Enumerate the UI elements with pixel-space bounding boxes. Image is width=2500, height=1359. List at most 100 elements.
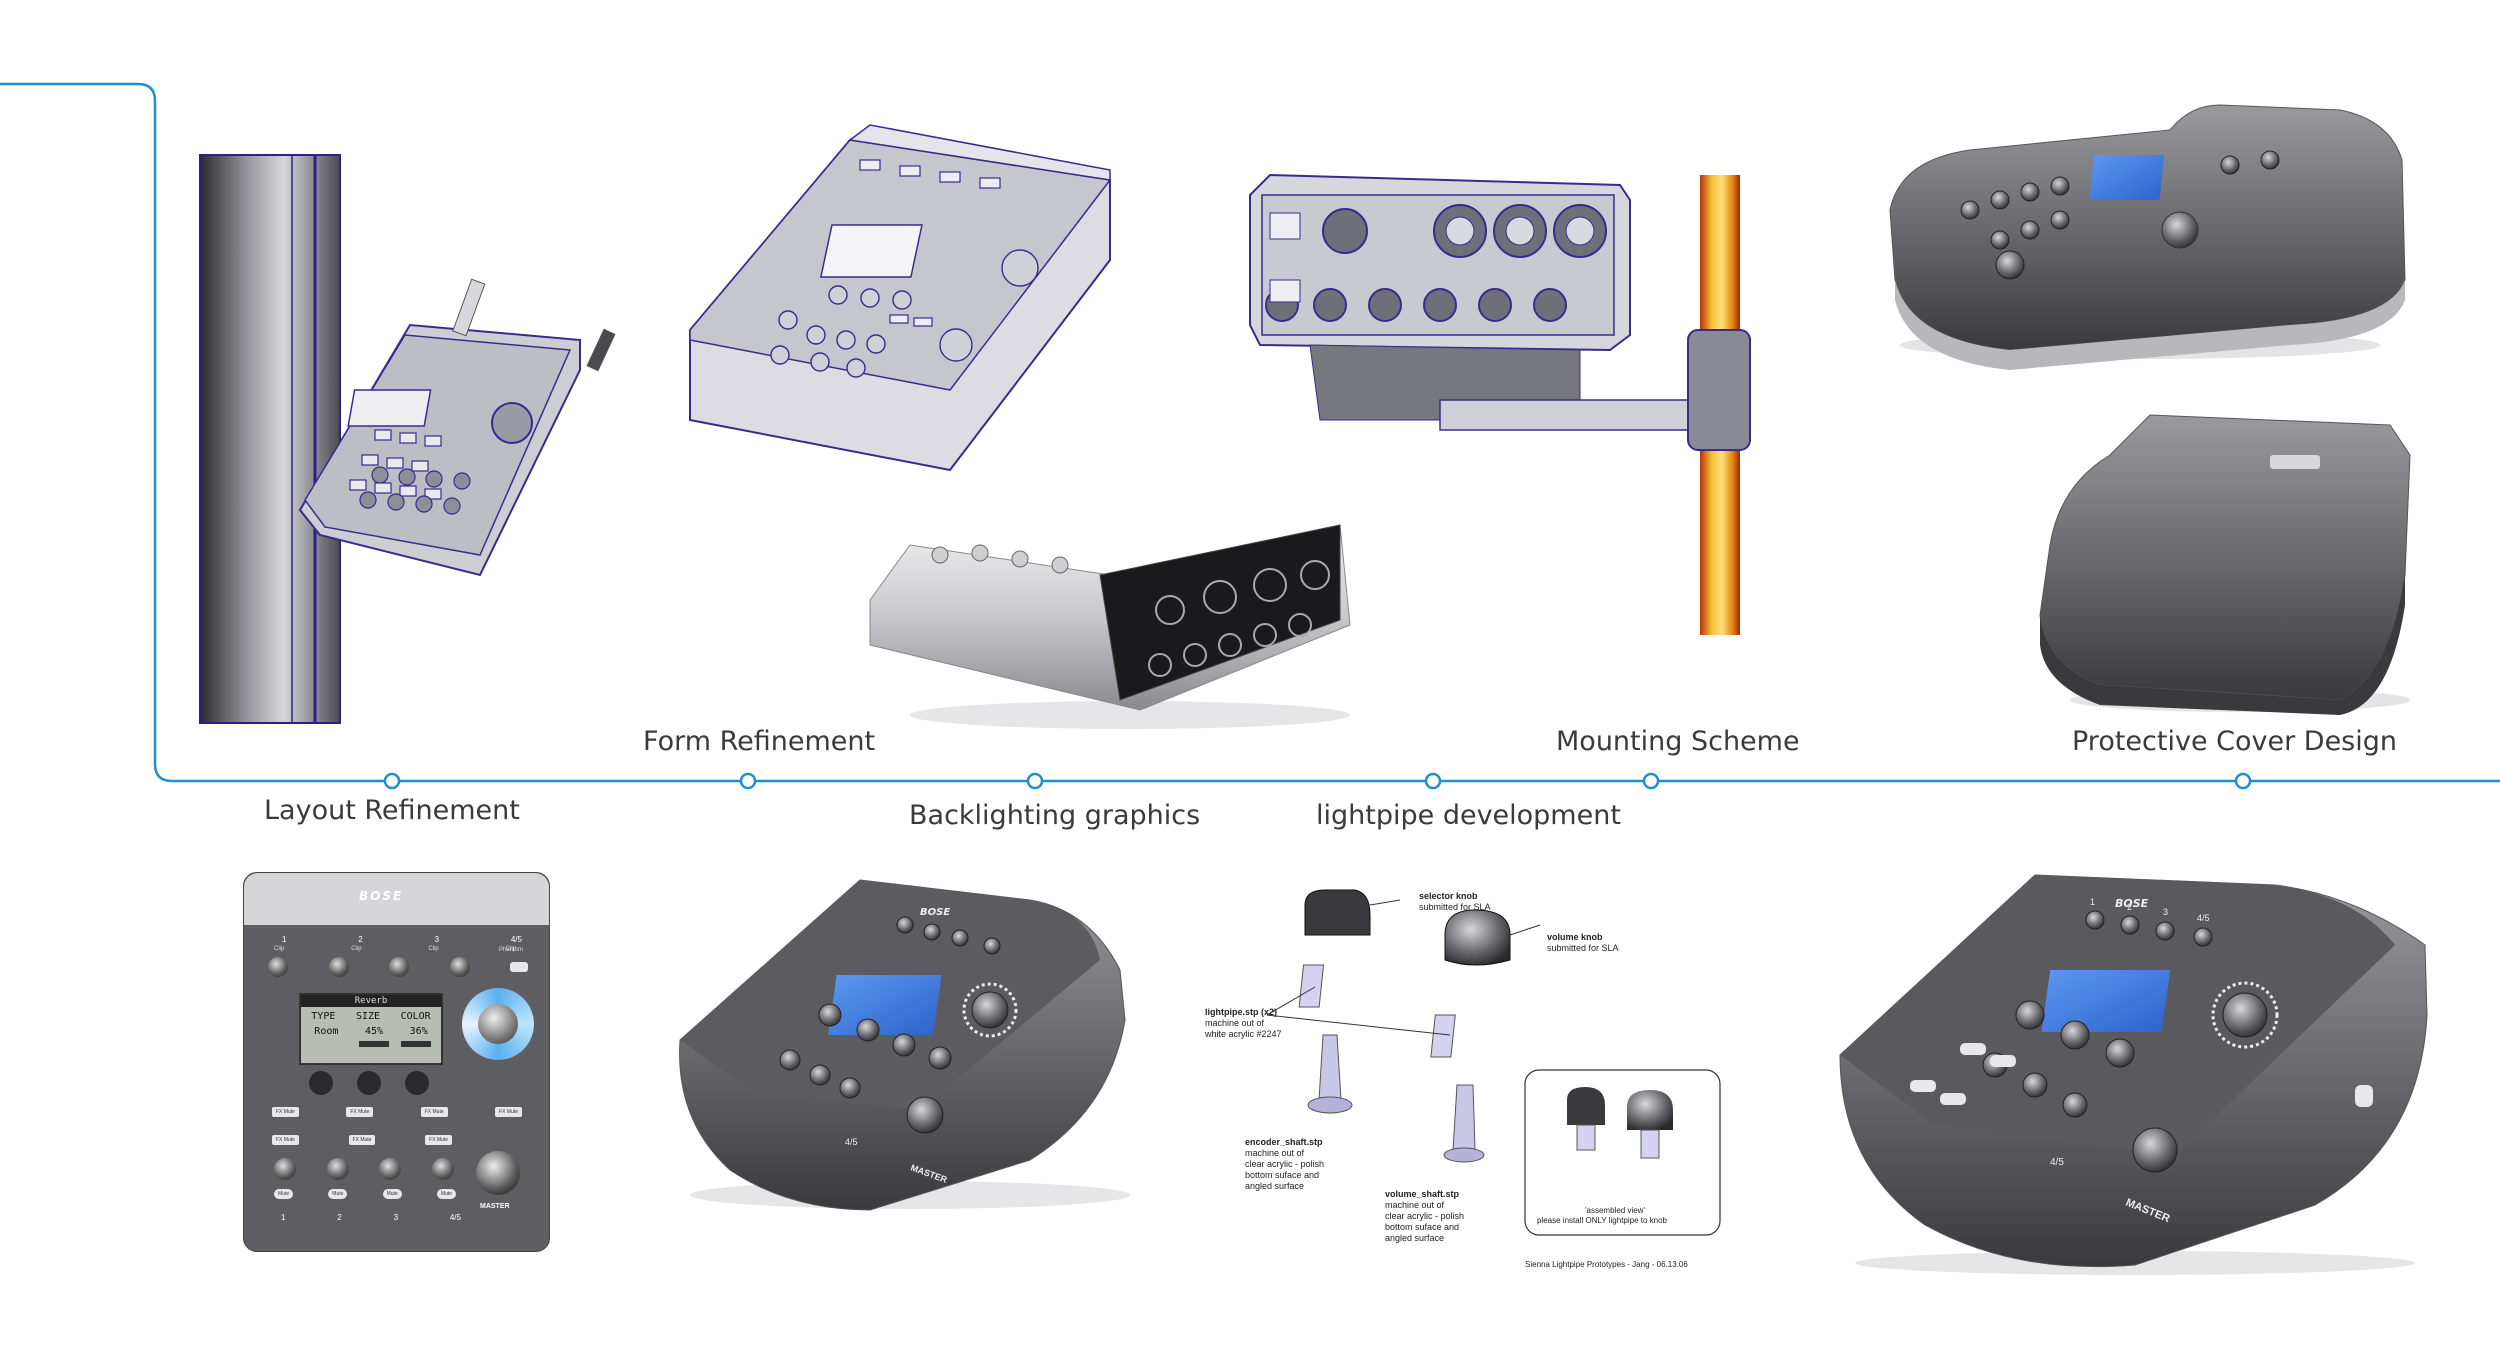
wireframe-mounting-scheme — [1249, 173, 1751, 635]
brand-logo: BOSE — [359, 889, 404, 903]
label-backlighting-graphics: Backlighting graphics — [909, 800, 1201, 831]
fx-mute-button-3[interactable]: FX Mute — [420, 1107, 448, 1117]
node-form-refinement — [739, 772, 757, 790]
lightpipe-part-2 — [1430, 1014, 1456, 1058]
encoder-note-3: bottom suface and — [1245, 1170, 1320, 1180]
mute-row: Mute Mute Mute Mute — [274, 1189, 456, 1199]
panel-top-cap — [244, 873, 549, 925]
label-layout-refinement: Layout Refinement — [264, 795, 520, 826]
master-knob[interactable] — [476, 1151, 520, 1195]
selector-knob-note: submitted for SLA — [1419, 902, 1491, 912]
volume-knob-title: volume knob — [1547, 932, 1603, 942]
fx-mute-button-7[interactable]: FX Mute — [425, 1135, 452, 1145]
lcd-values: Room 45% 36% — [301, 1026, 441, 1037]
mute-button-2[interactable]: Mute — [328, 1189, 348, 1199]
lcd-screen — [828, 975, 942, 1035]
trim-knob-3[interactable] — [389, 957, 409, 977]
lcd-screen — [2089, 155, 2165, 200]
label-lightpipe-development: lightpipe development — [1316, 800, 1621, 831]
render-backlighting-front: BOSE MASTER 4/5 — [679, 879, 1130, 1211]
phantom-label: Phantom — [499, 947, 524, 953]
vshaft-note-1: machine out of — [1385, 1200, 1445, 1210]
bottom-channel-45: 4/5 — [449, 1213, 461, 1222]
volume-knob-part — [1444, 909, 1511, 966]
fx-mute-button-6[interactable]: FX Mute — [348, 1135, 376, 1145]
wireframe-form-refinement — [689, 124, 1112, 472]
bottom-channel-label: 4/5 — [845, 1137, 858, 1147]
vshaft-note-4: angled surface — [1385, 1233, 1445, 1243]
node-lightpipe — [1424, 772, 1442, 790]
node-layout-refinement — [383, 772, 401, 790]
assembled-view-box — [1524, 1069, 1721, 1236]
fx-mute-button-4[interactable]: FX Mute — [495, 1107, 522, 1117]
mute-button-1[interactable]: Mute — [274, 1189, 294, 1199]
channel-knob-3[interactable] — [379, 1158, 402, 1180]
lightpipe-note-2: white acrylic #2247 — [1205, 1029, 1282, 1039]
render-backlighting-back — [869, 524, 1351, 729]
sheet-caption: Sienna Lightpipe Prototypes - Jang - 06.… — [1525, 1260, 1688, 1269]
bottom-channel-2: 2 — [337, 1213, 342, 1222]
channel-knob-1[interactable] — [274, 1158, 296, 1180]
selector-dial[interactable] — [462, 988, 534, 1060]
mute-button-4[interactable]: Mute — [436, 1189, 456, 1199]
lcd-header-color: COLOR — [400, 1011, 431, 1022]
lightpipe-note-1: machine out of — [1205, 1018, 1265, 1028]
lcd-screen — [2041, 970, 2171, 1032]
phantom-button[interactable] — [510, 962, 528, 972]
channel-knob-4[interactable] — [431, 1158, 454, 1180]
channel-1: 1 — [2090, 897, 2095, 907]
brand-logo: BOSE — [920, 907, 950, 918]
lcd-header-size: SIZE — [355, 1011, 381, 1022]
soft-button-3[interactable] — [405, 1071, 429, 1095]
node-mounting — [1642, 772, 1660, 790]
timeline-nodes — [383, 772, 2252, 790]
soft-button-1[interactable] — [309, 1071, 333, 1095]
volume-shaft-part — [1452, 1084, 1476, 1151]
channel-knob-2[interactable] — [326, 1158, 349, 1180]
trim-knob-2[interactable] — [328, 957, 349, 977]
channel-45: 4/5 — [2197, 913, 2210, 923]
trim-knobs — [268, 957, 528, 977]
lightpipe-title: lightpipe.stp (x2) — [1205, 1007, 1277, 1017]
bottom-channel-3: 3 — [393, 1213, 399, 1222]
timeline-line — [0, 82, 2500, 783]
lcd-value-size: 45% — [364, 1026, 384, 1037]
fx-mute-button-2[interactable]: FX Mute — [346, 1107, 374, 1117]
clip-4: Clip — [505, 946, 516, 952]
render-final-console-top — [1889, 104, 2406, 370]
fx-mute-row-1: FX Mute FX Mute FX Mute FX Mute — [272, 1107, 522, 1117]
channel-2: 2 — [358, 935, 363, 944]
trim-knob-1[interactable] — [268, 957, 288, 977]
node-backlighting — [1026, 772, 1044, 790]
render-final-console: BOSE MASTER 4/5 1 2 3 4/5 — [1839, 874, 2428, 1275]
layout-panel: BOSE 1 2 3 4/5 Clip Clip Clip Clip Phant… — [243, 872, 550, 1252]
lcd-value-color: 36% — [409, 1026, 428, 1037]
clip-2: Clip — [351, 946, 362, 952]
channel-numbers: 1 2 3 4/5 — [282, 935, 522, 944]
channel-3: 3 — [434, 935, 440, 944]
lightpipe-sheet: selector knob submitted for SLA volume k… — [1195, 875, 1735, 1275]
soft-buttons — [309, 1071, 429, 1095]
channel-knobs — [274, 1158, 454, 1180]
channel-3: 3 — [2163, 907, 2168, 917]
bottom-channel-label: 4/5 — [2050, 1157, 2064, 1168]
soft-button-2[interactable] — [357, 1071, 381, 1095]
clip-1: Clip — [274, 946, 285, 952]
selector-knob-part — [1304, 889, 1371, 936]
pole — [199, 154, 341, 724]
vshaft-note-3: bottom suface and — [1385, 1222, 1460, 1232]
fx-mute-row-2: FX Mute FX Mute FX Mute — [272, 1135, 452, 1145]
lightpipe-parts — [1266, 889, 1721, 1236]
wire-console — [298, 278, 616, 577]
mute-button-3[interactable]: Mute — [382, 1189, 402, 1199]
encoder-note-1: machine out of — [1245, 1148, 1305, 1158]
trim-knob-4[interactable] — [449, 957, 470, 977]
wireframe-pole-mount — [199, 154, 616, 724]
fx-mute-button-5[interactable]: FX Mute — [272, 1135, 299, 1145]
lcd-bars — [301, 1041, 431, 1047]
fx-mute-button-1[interactable]: FX Mute — [272, 1107, 299, 1117]
assembled-view-line-1: 'assembled view' — [1585, 1206, 1645, 1215]
clip-3: Clip — [428, 946, 439, 952]
node-cover — [2234, 772, 2252, 790]
